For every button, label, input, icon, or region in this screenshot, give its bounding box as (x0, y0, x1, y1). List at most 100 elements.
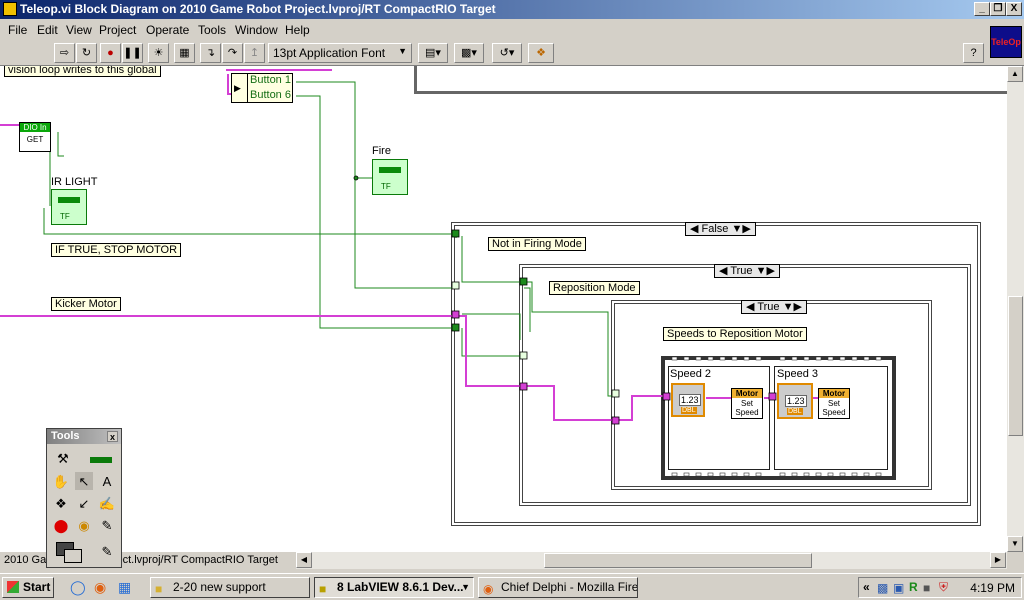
close-button[interactable]: X (1006, 2, 1022, 16)
speed-3-constant[interactable]: 1.23 DBL (777, 383, 813, 419)
position-icon[interactable]: ↖ (74, 471, 94, 491)
task-folder[interactable]: ■ 2-20 new support (150, 577, 310, 598)
task-folder-label: 2-20 new support (173, 580, 266, 594)
bundle-item-button6: Button 6 (250, 89, 291, 101)
retain-wire-values-icon[interactable]: ▦ (174, 43, 195, 63)
align-objects-icon[interactable]: ▤▾ (418, 43, 448, 63)
breakpoint-icon[interactable]: ⬤ (51, 515, 71, 535)
reposition-mode-label: Reposition Mode (549, 281, 640, 295)
motor-set-speed-vi-1[interactable]: Motor Set Speed (731, 388, 763, 419)
led-icon (379, 167, 401, 173)
task-firefox[interactable]: ◉ Chief Delphi - Mozilla Fire... (478, 577, 638, 598)
step-into-icon[interactable]: ↴ (200, 43, 221, 63)
shield-icon[interactable]: ⛨ (939, 580, 949, 594)
tools-palette[interactable]: Tools x ⚒ ✋ ↖ A ❖ ↙ ✍ ⬤ ◉ ✎ ✎ (46, 428, 122, 568)
network-icon[interactable]: ▩ (877, 581, 889, 595)
scroll-up-icon[interactable]: ▲ (1007, 66, 1023, 82)
multitool-icon[interactable]: ⚒ (53, 448, 73, 468)
probe-icon[interactable]: ◉ (74, 515, 94, 535)
motor-set-speed-vi-2[interactable]: Motor Set Speed (818, 388, 850, 419)
arrow-icon: ▶ (234, 74, 248, 102)
unbundle-by-name-node[interactable]: ▶ Button 1 Button 6 (231, 73, 293, 103)
pause-icon[interactable]: ❚❚ (122, 43, 143, 63)
text-icon[interactable]: A (97, 471, 117, 491)
ie-icon[interactable]: ◯ (70, 579, 86, 595)
menu-edit[interactable]: Edit (37, 23, 58, 37)
speed-2-constant[interactable]: 1.23 DBL (671, 383, 705, 417)
speeds-to-reposition-label: Speeds to Reposition Motor (663, 327, 807, 341)
set-color-icon[interactable] (53, 539, 83, 565)
motor-vi-body: Set Speed (735, 399, 759, 417)
menu-help[interactable]: Help (285, 23, 310, 37)
vi-icon[interactable]: TeleOp (990, 26, 1022, 58)
abort-icon[interactable]: ● (100, 43, 121, 63)
step-over-icon[interactable]: ↷ (222, 43, 243, 63)
case-selector-outer-value: False (701, 223, 729, 235)
motor-vi-header: Motor (732, 389, 762, 398)
fire-indicator[interactable]: TF (372, 159, 408, 195)
case-selector-outer[interactable]: ◀ False ▼▶ (685, 222, 756, 236)
horizontal-scroll-thumb[interactable] (544, 553, 812, 568)
menu-project[interactable]: Project (99, 23, 137, 37)
block-diagram-canvas[interactable]: ◀ False ▼▶ ◀ True ▼▶ ◀ True ▼▶ (0, 66, 1007, 552)
tray-expand-icon[interactable]: « (863, 580, 870, 594)
monitor-icon[interactable]: ▣ (893, 581, 905, 595)
run-icon[interactable]: ⇨ (54, 43, 75, 63)
menu-view[interactable]: View (66, 23, 92, 37)
step-out-icon[interactable]: ↥ (244, 43, 265, 63)
vertical-scrollbar[interactable]: ▲ ▼ (1007, 66, 1024, 552)
task-labview[interactable]: ■ 8 LabVIEW 8.6.1 Dev... ▼ (314, 577, 474, 598)
scroll-icon[interactable]: ✍ (97, 493, 117, 513)
restore-button[interactable]: ❐ (990, 2, 1006, 16)
motor-vi-body: Set Speed (822, 399, 846, 417)
context-help-button[interactable]: ? (963, 43, 984, 63)
toolbar: ⇨ ↻ ● ❚❚ ☀ ▦ ↴ ↷ ↥ 13pt Application Font… (0, 41, 1024, 66)
led-icon (58, 197, 80, 203)
minimize-button[interactable]: _ (974, 2, 990, 16)
menu-file[interactable]: File (8, 23, 28, 37)
scroll-down-icon[interactable]: ▼ (1007, 536, 1023, 552)
quick-launch-icon[interactable]: ▦ (118, 579, 132, 595)
get-color-icon[interactable]: ✎ (97, 515, 117, 535)
menu-window[interactable]: Window (235, 23, 278, 37)
speed-2-caption: Speed 2 (670, 368, 711, 380)
r-icon[interactable]: R (909, 580, 918, 594)
brush-icon[interactable]: ✎ (97, 541, 117, 561)
folder-icon: ■ (155, 582, 163, 596)
device-icon[interactable]: ■ (923, 581, 931, 595)
shortcut-menu-icon[interactable]: ↙ (74, 493, 94, 513)
chevron-down-icon: ▼ (461, 582, 470, 592)
dio-get-node[interactable]: DIO In GET (19, 122, 51, 152)
run-continuously-icon[interactable]: ↻ (76, 43, 97, 63)
speed-3-dtype: DBL (787, 408, 803, 415)
fire-type: TF (381, 182, 391, 191)
operate-icon[interactable]: ✋ (51, 471, 71, 491)
vertical-scroll-thumb[interactable] (1008, 296, 1023, 436)
reorder-icon[interactable]: ↺▾ (492, 43, 522, 63)
window-title: Teleop.vi Block Diagram on 2010 Game Rob… (20, 2, 496, 16)
distribute-objects-icon[interactable]: ▩▾ (454, 43, 484, 63)
horizontal-scrollbar[interactable]: ◀ ▶ (296, 552, 1007, 569)
stop-motor-comment: IF TRUE, STOP MOTOR (51, 243, 182, 257)
scroll-left-icon[interactable]: ◀ (296, 552, 312, 568)
color-icon[interactable] (87, 448, 115, 468)
scroll-right-icon[interactable]: ▶ (990, 552, 1006, 568)
chevron-down-icon: ▼ (398, 46, 407, 56)
case-selector-middle[interactable]: ◀ True ▼▶ (714, 264, 780, 278)
taskbar: Start ◯ ◉ ▦ ■ 2-20 new support ■ 8 LabVI… (0, 573, 1024, 600)
wire-icon[interactable]: ❖ (51, 493, 71, 513)
not-in-firing-mode-label: Not in Firing Mode (488, 237, 586, 251)
speed-2-value: 1.23 (679, 394, 701, 406)
start-button[interactable]: Start (2, 577, 54, 598)
clean-up-diagram-icon[interactable]: ❖ (528, 43, 554, 63)
highlight-execution-icon[interactable]: ☀ (148, 43, 169, 63)
ir-light-indicator[interactable]: TF (51, 189, 87, 225)
font-select[interactable]: 13pt Application Font ▼ (268, 43, 412, 63)
close-icon[interactable]: x (107, 431, 118, 442)
tools-palette-title[interactable]: Tools x (47, 429, 121, 444)
menu-tools[interactable]: Tools (198, 23, 227, 37)
firefox-icon[interactable]: ◉ (94, 579, 107, 595)
case-selector-inner[interactable]: ◀ True ▼▶ (741, 300, 807, 314)
fire-caption: Fire (372, 145, 391, 157)
menu-operate[interactable]: Operate (146, 23, 190, 37)
